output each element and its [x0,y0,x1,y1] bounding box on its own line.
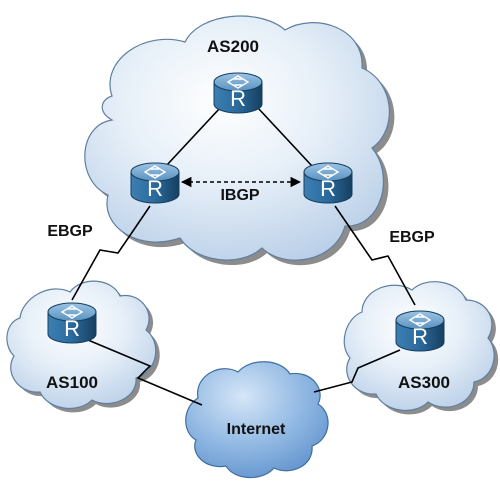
label-as100: AS100 [46,373,98,392]
router-glyph: R [320,176,336,201]
router-as200-top: R [213,72,263,114]
router-glyph: R [412,324,428,349]
ebgp-link-right [334,205,416,306]
router-as100: R [47,302,97,344]
label-as200: AS200 [207,37,259,56]
router-as300: R [395,310,445,352]
label-ebgp-left: EBGP [47,223,93,240]
router-glyph: R [230,86,246,111]
router-as200-right: R [303,162,353,204]
router-glyph: R [64,316,80,341]
link-top-right [257,107,313,167]
label-ibgp: IBGP [220,187,259,204]
ebgp-link-left [71,205,151,301]
link-as300-internet [313,349,401,393]
cloud-internet [185,361,329,479]
label-as300: AS300 [398,373,450,392]
link-top-left [165,107,221,167]
link-as100-internet [87,339,203,406]
label-internet: Internet [227,421,286,438]
router-glyph: R [147,176,163,201]
label-ebgp-right: EBGP [389,229,435,246]
cloud-as100 [6,280,157,409]
router-as200-left: R [130,162,180,204]
